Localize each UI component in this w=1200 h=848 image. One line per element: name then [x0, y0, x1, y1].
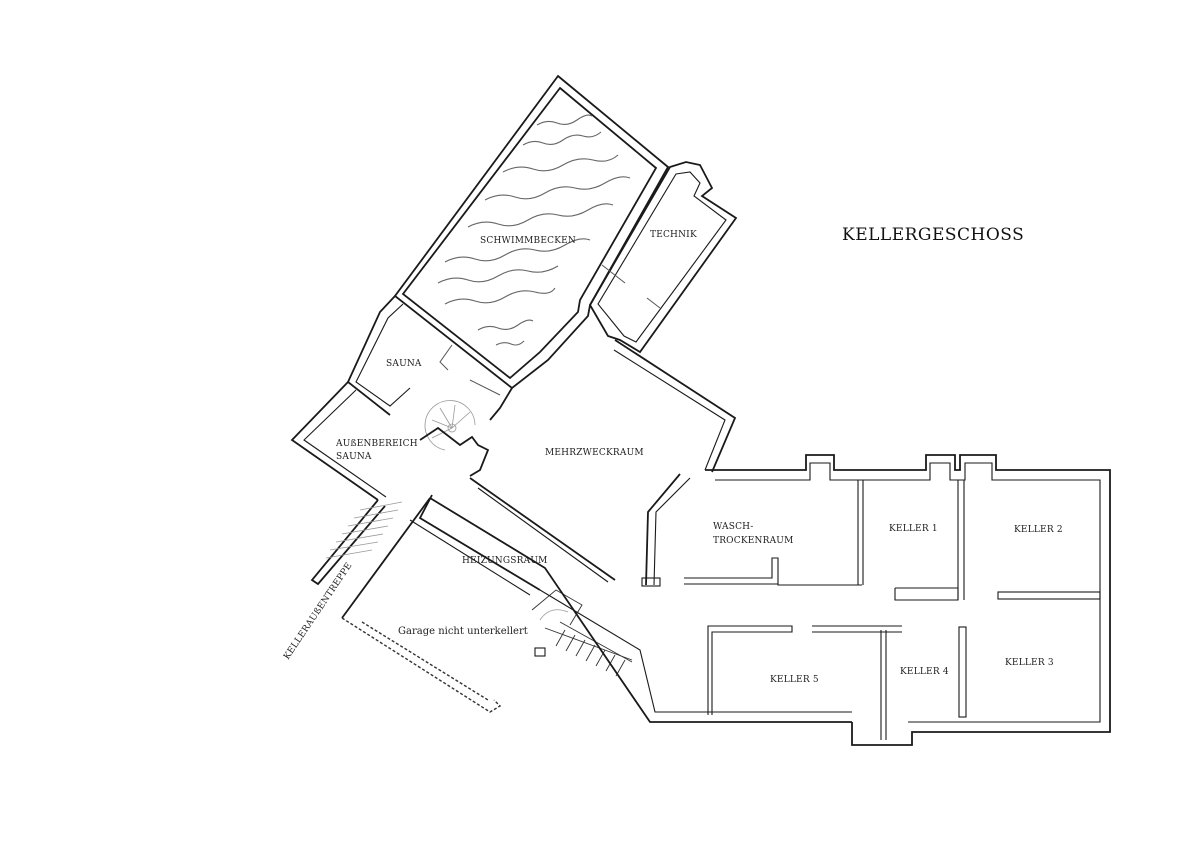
mehrzweckraum-room: MEHRZWECKRAUM: [469, 339, 737, 587]
sauna-room: SAUNA: [346, 295, 501, 416]
aussenbereich-sauna-area: AUßENBEREICH SAUNA: [290, 381, 418, 501]
heizungsraum-room: HEIZUNGSRAUM: [409, 494, 548, 596]
room-label-mehrzweckraum: MEHRZWECKRAUM: [545, 448, 644, 458]
south-exterior-wall: [429, 497, 852, 723]
room-label-technik: TECHNIK: [650, 230, 697, 240]
room-label-keller1: KELLER 1: [889, 524, 938, 534]
main-staircase: [531, 589, 633, 677]
water-hatching-icon: [437, 114, 631, 346]
room-label-keller2: KELLER 2: [1014, 525, 1063, 535]
room-label-keller4: KELLER 4: [900, 667, 949, 677]
keller-2-room: KELLER 2: [997, 525, 1101, 600]
outdoor-stair: KELLERAUßENTREPPE: [282, 497, 431, 662]
room-label-wasch-line2: TROCKENRAUM: [713, 536, 794, 546]
room-label-sauna: SAUNA: [386, 359, 422, 369]
waschraum-room: WASCH- TROCKENRAUM: [684, 522, 862, 586]
pool-room: SCHWIMMBECKEN: [393, 74, 670, 390]
south-exterior-wall-inner: [539, 589, 852, 713]
stair-treads-icon: [325, 501, 403, 559]
plan-title: KELLERGESCHOSS: [842, 225, 1024, 245]
spiral-staircase-icon: [419, 400, 490, 477]
technik-room: TECHNIK: [588, 161, 738, 354]
east-block-walls: [705, 454, 1111, 746]
label-kelleraussentreppe: KELLERAUßENTREPPE: [282, 561, 354, 662]
room-label-aussenbereich-line1: AUßENBEREICH: [335, 439, 418, 449]
keller-4-room: KELLER 4: [880, 630, 949, 740]
room-label-keller5: KELLER 5: [770, 675, 819, 685]
room-label-wasch-line1: WASCH-: [713, 522, 753, 532]
room-label-heizungsraum: HEIZUNGSRAUM: [462, 556, 548, 566]
room-label-aussenbereich-line2: SAUNA: [336, 452, 372, 462]
keller-3-room: KELLER 3: [958, 626, 1054, 718]
keller-1-room: KELLER 1: [857, 480, 965, 601]
room-label-keller3: KELLER 3: [1005, 658, 1054, 668]
label-garage: Garage nicht unterkellert: [398, 626, 528, 637]
keller-5-room: KELLER 5: [707, 625, 902, 715]
garage-outline: Garage nicht unterkellert: [341, 617, 528, 713]
room-label-schwimmbecken: SCHWIMMBECKEN: [480, 236, 576, 246]
